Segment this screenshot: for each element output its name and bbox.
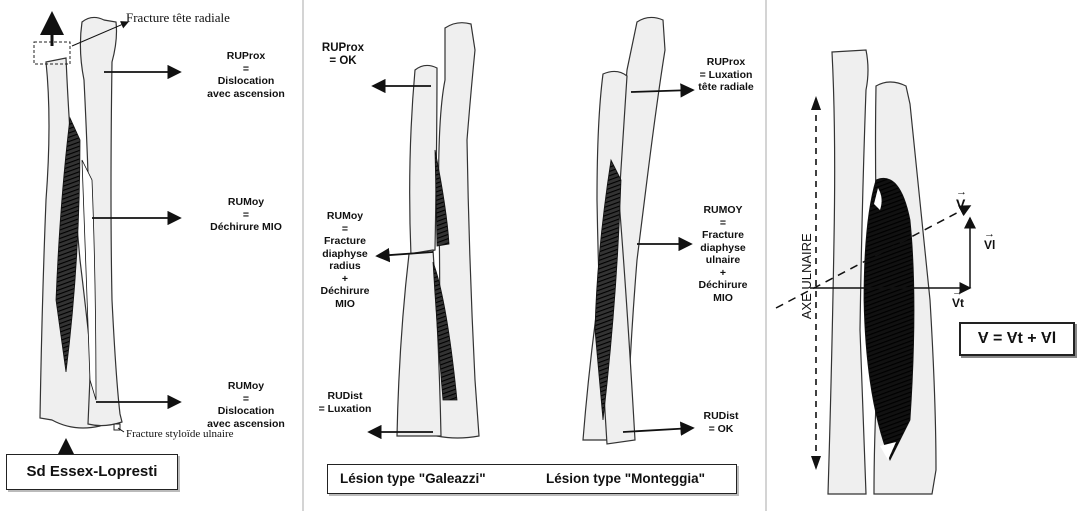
formula-v: V (978, 330, 989, 347)
vector-v-label: V (956, 196, 965, 212)
ulna-bone (828, 50, 868, 494)
radial-head-fracture-label: Fracture tête radiale (126, 12, 230, 25)
separator-1 (302, 0, 304, 511)
ruprox-label: RUProx = Dislocation avec ascension (196, 50, 296, 100)
rudist-label: RUMoy = Dislocation avec ascension (196, 380, 296, 430)
separator-2 (765, 0, 767, 511)
caption-monteggia: Lésion type "Monteggia" (546, 465, 705, 493)
galeazzi-monteggia-caption: Lésion type "Galeazzi" Lésion type "Mont… (327, 464, 737, 494)
formula-plus: + (1027, 330, 1036, 347)
monteggia-ruprox-label: RUProx = Luxation tête radiale (691, 56, 761, 94)
ulnar-axis-label: AXE ULNAIRE (801, 231, 814, 321)
vector-vt-label: Vt (952, 296, 964, 310)
caption-galeazzi: Lésion type "Galeazzi" (340, 465, 486, 493)
panel-galeazzi-monteggia: RUProx = OK RUMoy = Fracture diaphyse ra… (307, 0, 762, 511)
galeazzi-rumoy-label: RUMoy = Fracture diaphyse radius + Déchi… (309, 210, 381, 310)
rumoy-label: RUMoy = Déchirure MIO (196, 196, 296, 234)
panel-essex-lopresti: Fracture tête radiale RUProx = Dislocati… (0, 0, 300, 511)
formula-equals: = (993, 330, 1002, 347)
formula-vl: Vl (1041, 330, 1056, 347)
monteggia-rudist-label: RUDist = OK (691, 410, 751, 435)
galeazzi-radius-proximal (410, 65, 437, 256)
vector-vl-label: Vl (984, 238, 995, 252)
ulnar-styloid-fracture-label: Fracture styloïde ulnaire (126, 428, 234, 441)
interosseous-membrane (864, 178, 914, 460)
force-vector-figure (770, 0, 1078, 511)
galeazzi-rudist-label: RUDist = Luxation (309, 390, 381, 415)
essex-lopresti-caption: Sd Essex-Lopresti (6, 454, 178, 490)
panel-force-vectors: AXE ULNAIRE V Vl Vt V = Vt + Vl (770, 0, 1078, 511)
formula-vt: Vt (1007, 330, 1023, 347)
vector-formula-box: V = Vt + Vl (959, 322, 1075, 356)
galeazzi-ruprox-label: RUProx = OK (311, 42, 375, 67)
monteggia-rumoy-label: RUMOY = Fracture diaphyse ulnaire + Déch… (687, 204, 759, 304)
